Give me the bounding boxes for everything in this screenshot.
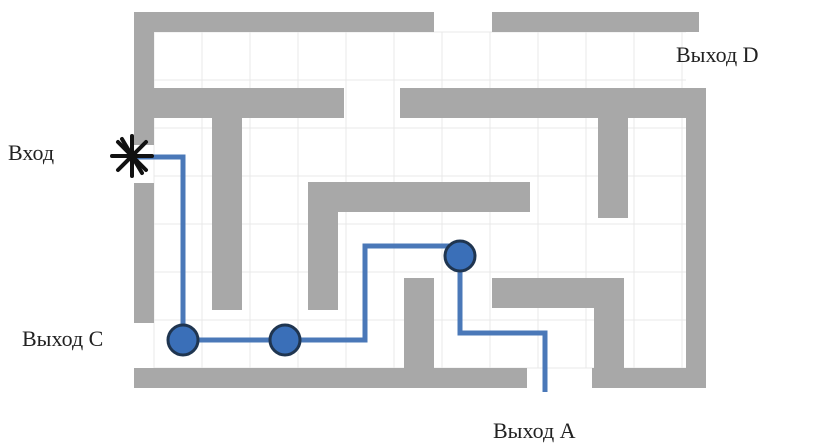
wall-bottom-left	[134, 368, 527, 388]
route-node-upper	[443, 239, 477, 273]
wall-inner-stem-lower-right	[594, 278, 624, 370]
wall-top-right	[492, 12, 699, 32]
exit-a-label: Выход A	[493, 418, 576, 443]
route-node-middle	[268, 323, 302, 357]
entry-label: Вход	[8, 140, 55, 165]
route-path	[134, 154, 548, 392]
route-node-exit-c	[166, 323, 200, 357]
maze-walls	[134, 12, 706, 388]
wall-inner-stem-bottom	[404, 278, 434, 368]
exit-d-label: Выход D	[676, 42, 759, 67]
wall-inner-stem-mid	[308, 182, 338, 310]
wall-inner-stem-right	[598, 88, 628, 218]
wall-right	[686, 88, 706, 388]
wall-inner-stem-left	[212, 88, 242, 310]
wall-left-lower	[134, 183, 154, 323]
wall-left-upper	[134, 12, 154, 145]
wall-bottom-right	[592, 368, 706, 388]
wall-inner-bar-top	[400, 88, 705, 118]
asterisk-icon	[110, 134, 154, 178]
wall-top-left	[134, 12, 434, 32]
wall-inner-bar-mid	[308, 182, 530, 212]
exit-c-label: Выход C	[22, 326, 104, 351]
